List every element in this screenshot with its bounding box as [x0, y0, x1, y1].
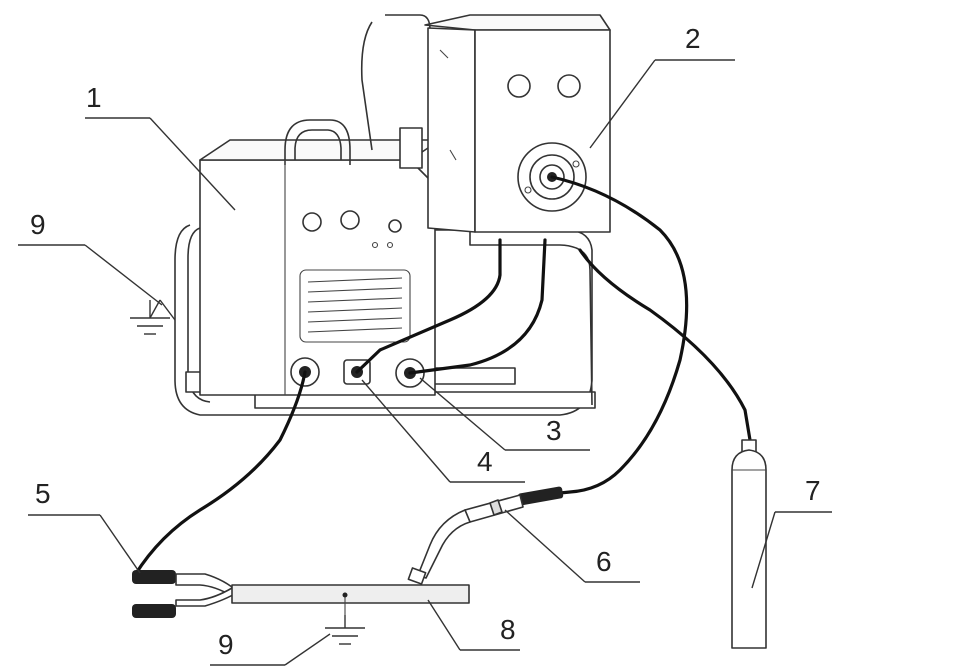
callout-9a-label: 9	[30, 209, 46, 240]
torch-hose	[538, 175, 689, 497]
welder-body	[199, 119, 441, 396]
power-cable	[408, 238, 547, 375]
callout-1-label: 1	[86, 82, 102, 113]
callout-2-label: 2	[685, 23, 701, 54]
callout-6-label: 6	[596, 546, 612, 577]
callout-8-label: 8	[500, 614, 516, 645]
earth-symbol-workpiece	[325, 615, 365, 645]
gas-cylinder	[731, 439, 767, 649]
welding-torch	[407, 486, 564, 585]
callout-5-label: 5	[35, 478, 51, 509]
callout-7-label: 7	[805, 475, 821, 506]
earth-symbol-machine	[130, 299, 176, 335]
cables	[133, 175, 752, 577]
workpiece-plate	[231, 584, 470, 615]
callout-3-label: 3	[546, 415, 562, 446]
vent-louvres	[299, 269, 411, 343]
callout-leaders	[18, 59, 832, 666]
callout-numbers: 1 2 3 4 5 6 7 8 9 9	[30, 23, 821, 660]
wire-feeder-unit	[360, 14, 611, 406]
ground-cable	[133, 370, 307, 577]
gas-hose	[578, 248, 752, 442]
callout-4-label: 4	[477, 446, 493, 477]
control-cable	[355, 238, 502, 374]
ground-clamp	[132, 570, 239, 618]
callout-9b-label: 9	[218, 629, 234, 660]
